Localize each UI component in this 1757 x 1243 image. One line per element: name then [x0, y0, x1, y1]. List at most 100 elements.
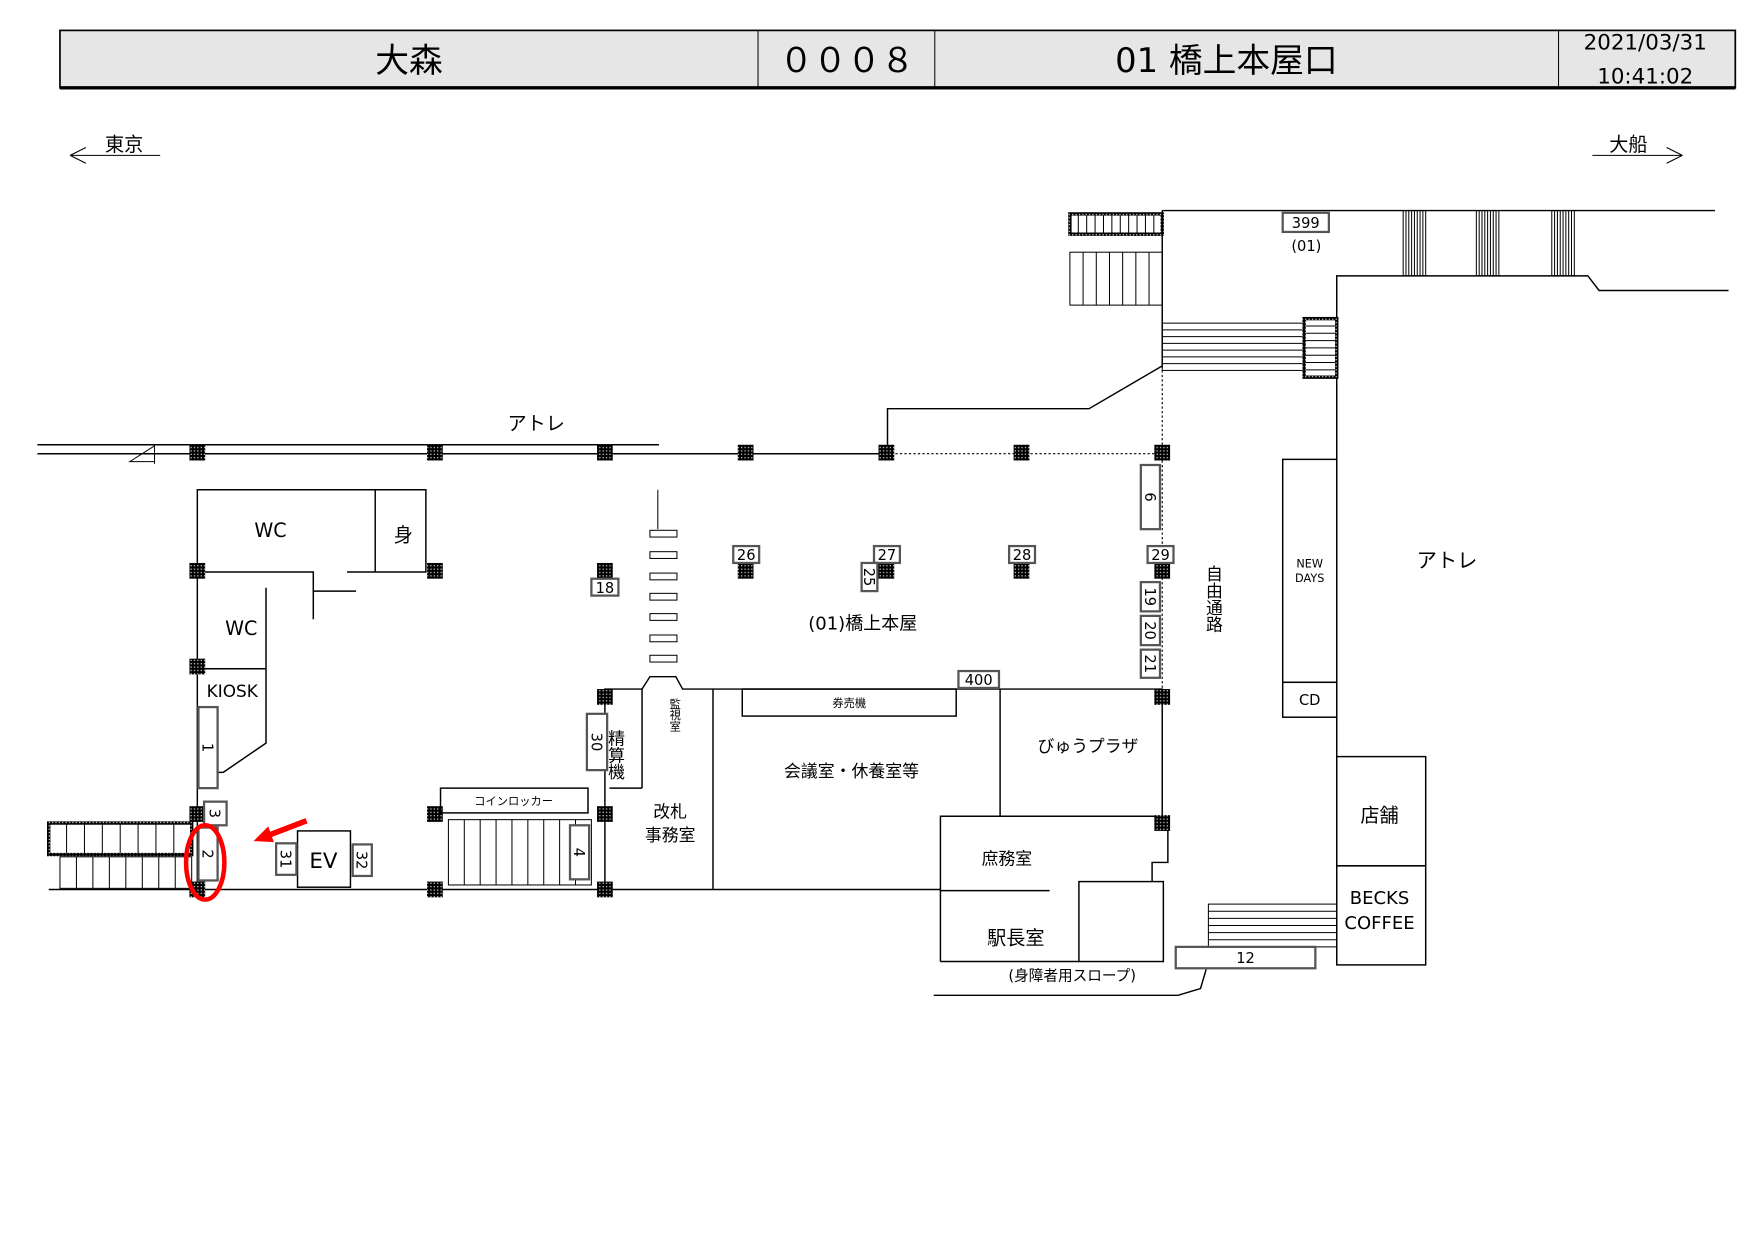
stairs-left	[59, 856, 193, 889]
pillar	[597, 689, 613, 705]
sign-21: 21	[1139, 648, 1162, 679]
pillar	[427, 562, 443, 579]
label-wc-1: WC	[254, 519, 286, 542]
pillar	[737, 562, 754, 579]
pillar	[1013, 562, 1030, 579]
coin-locker-label: コインロッカー	[474, 795, 553, 808]
sign-number: 28	[1013, 547, 1032, 564]
label-stationmaster: 駅長室	[987, 927, 1044, 950]
stairs-upper	[1069, 251, 1163, 306]
walls	[37, 209, 1729, 997]
direction-right-label: 大船	[1609, 133, 1647, 156]
sign-31: 31	[275, 842, 298, 876]
sign-number: 27	[878, 547, 897, 564]
pillar	[189, 658, 206, 675]
pillar	[1154, 689, 1171, 705]
stairs-right-upper	[1161, 322, 1305, 371]
sign-number: 32	[353, 851, 370, 870]
station-code: ０００８	[779, 41, 914, 80]
label-free-passage: 自由通路	[1203, 565, 1223, 633]
pillar	[427, 444, 443, 461]
arrow-right-icon	[1592, 147, 1683, 164]
sign-3: 3	[202, 800, 228, 827]
station-name: 大森	[375, 41, 443, 80]
escalator-right	[1302, 316, 1339, 379]
room-labels: アトレ アトレ WC WC 身 KIOSK 精算機 監視室 改札 事務室 (01…	[207, 238, 1478, 985]
sign-4: 4	[568, 824, 591, 881]
pillar	[189, 806, 206, 822]
label-accessible-toilet: 身	[394, 524, 413, 547]
pillar	[1154, 444, 1171, 461]
sign-number: 18	[596, 580, 615, 597]
label-shop: 店舗	[1360, 804, 1398, 827]
sign-number: 30	[587, 733, 604, 752]
sign-number: 29	[1151, 547, 1170, 564]
pillar	[597, 806, 613, 822]
label-newdays-2: DAYS	[1295, 572, 1324, 585]
sign-2: 2	[197, 826, 219, 882]
pillar	[597, 562, 613, 579]
label-gate: 改札	[653, 801, 687, 821]
sign-400: 400	[957, 669, 1001, 689]
sign-6: 6	[1139, 463, 1162, 531]
sign-26: 26	[732, 544, 761, 564]
time: 10:41:02	[1597, 64, 1693, 89]
sign-25: 25	[860, 561, 879, 593]
sign-30: 30	[585, 712, 609, 772]
direction-left-label: 東京	[105, 133, 143, 156]
pillar	[1013, 444, 1030, 461]
elevator-label: EV	[309, 849, 338, 874]
sign-27: 27	[872, 544, 902, 564]
sign-number: 21	[1141, 654, 1158, 673]
highlight-arrow-icon	[253, 818, 308, 843]
sign-number: 25	[860, 568, 877, 587]
stairs-bottom-right	[1207, 903, 1338, 948]
sign-number: 3	[206, 809, 223, 818]
stairs	[47, 210, 1575, 948]
pillar	[878, 444, 895, 461]
sign-32: 32	[351, 843, 373, 878]
sign-399: 399	[1281, 211, 1330, 234]
sign-number: 1	[198, 743, 215, 752]
sign-number: 6	[1141, 492, 1158, 501]
highlight-circle	[183, 823, 227, 902]
pillar	[597, 881, 613, 898]
sign-19: 19	[1139, 580, 1162, 613]
label-main-hall: (01)橋上本屋	[808, 613, 917, 634]
sign-number: 31	[277, 850, 294, 869]
date: 2021/03/31	[1584, 31, 1707, 56]
platform-stairs-1	[1402, 210, 1427, 277]
pillar	[878, 562, 895, 579]
label-becks-1: BECKS	[1350, 888, 1410, 909]
label-becks-2: COFFEE	[1344, 913, 1414, 934]
pillar	[427, 881, 443, 898]
pillar	[189, 444, 206, 461]
sign-number: 4	[570, 848, 587, 857]
sign-number: 399	[1292, 215, 1320, 232]
escalator-upper	[1068, 212, 1164, 236]
pillar	[1154, 562, 1171, 579]
label-slope: (身障者用スロープ)	[1008, 967, 1136, 985]
sign-29: 29	[1146, 544, 1175, 564]
label-atre-top: アトレ	[508, 412, 565, 435]
label-cd: CD	[1299, 692, 1320, 709]
ticket-machines-label: 券売機	[832, 696, 866, 710]
sign-number: 20	[1141, 621, 1158, 640]
ticket-machines	[741, 688, 957, 717]
sign-number: 2	[198, 849, 215, 858]
ticket-gates	[649, 529, 678, 663]
pillar	[427, 806, 443, 822]
platform-stairs-2	[1475, 210, 1500, 277]
label-atre-right: アトレ	[1417, 548, 1478, 572]
direction-left: 東京	[69, 133, 161, 164]
platform-stairs-3	[1551, 210, 1575, 277]
label-general-affairs: 庶務室	[982, 849, 1033, 869]
sign-1: 1	[197, 705, 219, 790]
label-monitor-room: 監視室	[668, 697, 681, 732]
sign-28: 28	[1007, 544, 1037, 564]
sign-20: 20	[1139, 614, 1162, 647]
label-meeting-room: 会議室・休養室等	[784, 761, 919, 781]
pillar	[189, 562, 206, 579]
